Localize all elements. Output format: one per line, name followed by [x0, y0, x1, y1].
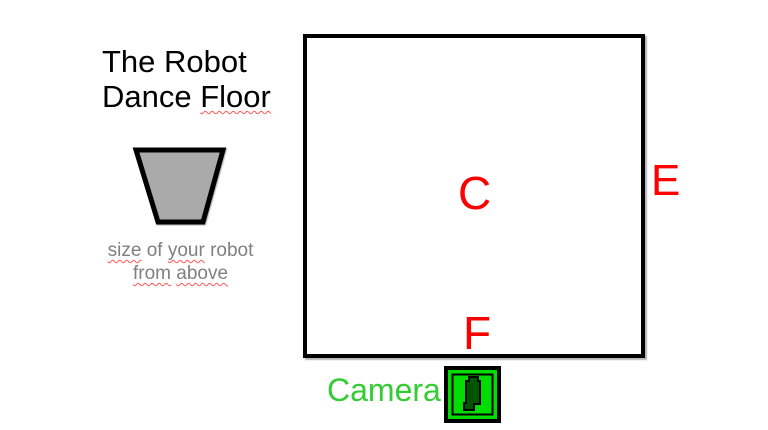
camera-icon	[444, 366, 501, 423]
camera-silhouette	[463, 376, 481, 411]
title-line2-word1: Dance	[102, 79, 192, 114]
page-title: The Robot Dance Floor	[102, 44, 271, 114]
zone-label-center: C	[458, 167, 492, 219]
camera-box	[444, 366, 501, 423]
zone-label-front-edge: F	[463, 307, 492, 359]
zone-label-right-edge: E	[651, 156, 681, 205]
robot-footprint-icon	[128, 144, 230, 233]
camera-label: Camera	[327, 372, 441, 408]
caption-word: from	[132, 263, 171, 284]
robot-size-caption: size of your robot from above	[93, 239, 268, 285]
caption-word: your	[167, 240, 205, 261]
caption-word: robot	[210, 240, 254, 261]
title-line2-word2: Floor	[200, 79, 271, 114]
caption-word: above	[176, 263, 229, 284]
camera-box-inner-frame	[451, 373, 494, 416]
caption-word: size	[107, 240, 142, 261]
robot-footprint-shape	[132, 147, 227, 225]
caption-word: of	[146, 240, 163, 261]
title-line1: The Robot	[102, 44, 247, 79]
dance-floor-outline	[303, 34, 645, 358]
